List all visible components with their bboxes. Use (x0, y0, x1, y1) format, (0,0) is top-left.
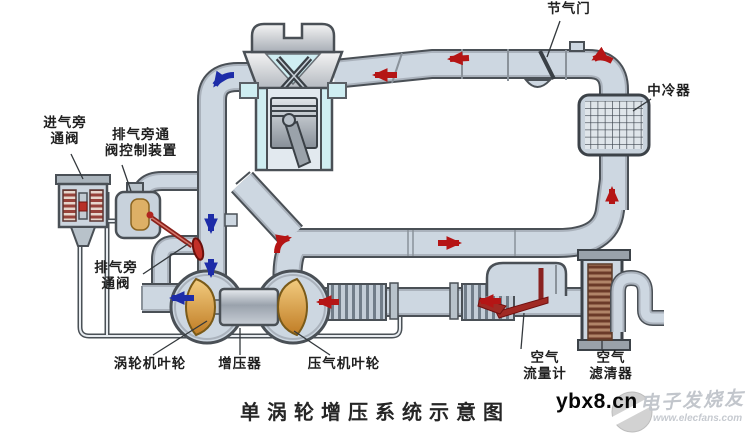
label-line: 中冷器 (647, 83, 691, 98)
label-line: 空气 (596, 350, 626, 365)
label-line: 排气旁 (94, 260, 138, 275)
throttle-valve (523, 50, 556, 88)
meter-flap (495, 296, 549, 319)
arrow-compressor-out (274, 234, 292, 254)
arrow-exhaust-out-engine (212, 70, 235, 88)
intake-bypass-valve (55, 174, 111, 247)
wastegate-valve (150, 215, 205, 261)
label-intercooler: 中冷器 (647, 83, 691, 99)
label-throttle: 节气门 (547, 1, 591, 17)
watermark-logo (608, 391, 656, 433)
label-line: 滤清器 (589, 365, 633, 381)
label-line: 涡轮机叶轮 (113, 356, 187, 371)
watermark-brand: 电子发烧友 (639, 388, 746, 415)
arrow-intake-to-engine (447, 51, 470, 66)
exhaust-flow-arrows (168, 70, 235, 305)
wrist-pin (282, 113, 296, 127)
label-line: 空气 (530, 350, 560, 365)
label-line: 通阀 (50, 130, 80, 146)
valve-cover (250, 22, 336, 54)
arrow-after-intercooler (591, 46, 614, 64)
actuator-diaphragm (130, 198, 150, 231)
watermark-brand-url: www.elecfans.com (653, 413, 743, 424)
label-compressor-wheel: 压气机叶轮 (308, 356, 381, 372)
bearing-housing (218, 287, 280, 327)
watermark-site: ybx8.cn (556, 390, 638, 413)
label-line: 排气旁通 (112, 127, 170, 142)
label-wastegate-actuator: 排气旁通 阀控制装置 (105, 127, 178, 158)
label-line: 压气机叶轮 (307, 356, 381, 371)
compressor-wheel (276, 277, 309, 337)
wastegate-actuator (114, 182, 162, 240)
engine-cylinder (239, 22, 347, 172)
leader-lines (70, 20, 652, 356)
label-line: 流量计 (523, 365, 567, 381)
turbocharger-assembly (169, 269, 331, 345)
label-air-filter: 空气 滤清器 (589, 350, 633, 381)
label-line: 增压器 (218, 356, 262, 371)
label-line: 阀控制装置 (104, 142, 178, 158)
solenoid-coil (89, 189, 104, 222)
label-intake-bypass-valve: 进气旁 通阀 (43, 115, 87, 146)
filter-element (587, 263, 613, 341)
label-wastegate-valve: 排气旁 通阀 (94, 260, 138, 291)
label-air-flow-meter: 空气 流量计 (523, 350, 567, 381)
label-turbocharger: 增压器 (218, 356, 262, 372)
intercooler (577, 93, 651, 157)
label-line: 进气旁 (43, 115, 87, 130)
label-line: 通阀 (101, 275, 131, 291)
intake-snorkel (610, 270, 664, 332)
air-filter (577, 249, 664, 351)
diagram-title: 单涡轮增压系统示意图 (240, 402, 510, 424)
label-turbine-wheel: 涡轮机叶轮 (114, 356, 187, 372)
intake-flow-arrows (274, 46, 619, 309)
label-line: 节气门 (547, 1, 591, 16)
solenoid-coil (62, 189, 77, 222)
